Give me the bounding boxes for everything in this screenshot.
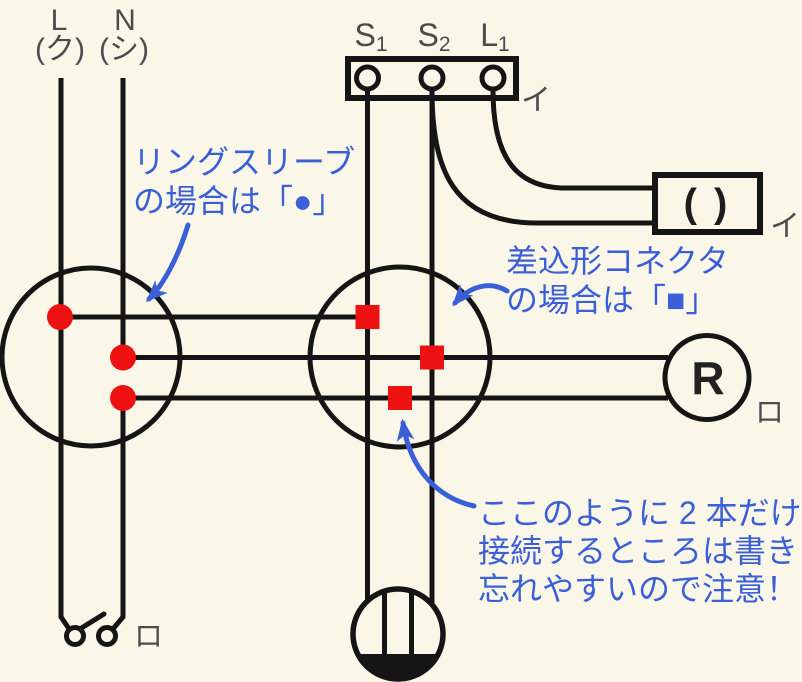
outlet-filled-segment xyxy=(357,654,439,679)
terminal-s1-circle xyxy=(354,64,381,92)
two-wire-note-annotation: ここのように 2 本だけ 接続するところは書き 忘れやすいので注意！ xyxy=(478,494,802,608)
lamp-receptacle-circuit-label: ロ xyxy=(755,397,785,429)
connector-square-s2 xyxy=(420,345,444,370)
ring-sleeve-dot-switch-return xyxy=(110,385,136,411)
l-phase-color-label: (ク) xyxy=(35,33,85,66)
terminal-label-s2: S2 xyxy=(417,17,451,56)
timer-circuit-label: イ xyxy=(521,84,551,117)
n-phase-color-label: (シ) xyxy=(99,33,149,66)
connector-annotation: 差込形コネクタ の場合は「■」 xyxy=(506,242,729,320)
ring-sleeve-annotation: リングスリーブ の場合は「●」 xyxy=(133,143,355,221)
ceiling-rose-box xyxy=(652,172,763,235)
two-wire-note-line3: 忘れやすいので注意！ xyxy=(478,571,799,607)
l-label: L xyxy=(50,4,68,37)
switch-contact-right-circle xyxy=(96,625,118,647)
switch-blade xyxy=(79,611,107,631)
terminal-s2-circle xyxy=(418,64,446,92)
connector-arrow xyxy=(452,283,510,307)
ring-sleeve-annotation-line2: の場合は「●」 xyxy=(133,183,345,219)
ceiling-rose-symbol: ( ) xyxy=(683,181,731,226)
ceiling-rose-circuit-label: イ xyxy=(770,210,800,243)
connector-square-s1 xyxy=(355,305,380,329)
connector-annotation-line1: 差込形コネクタ xyxy=(506,243,729,279)
two-wire-note-arrow xyxy=(396,418,477,509)
s2-to-ceiling-wire xyxy=(429,89,655,226)
ring-sleeve-dot-n xyxy=(110,344,136,371)
terminal-label-s1: S1 xyxy=(354,17,388,56)
switch-contact-left-circle xyxy=(64,625,86,647)
lamp-receptacle-circle xyxy=(662,333,752,422)
l1-to-ceiling-wire xyxy=(490,89,655,191)
timer-terminal-block-box xyxy=(345,56,519,101)
ring-sleeve-dot-l xyxy=(47,304,73,330)
ring-sleeve-annotation-line1: リングスリーブ xyxy=(133,144,356,180)
switch-return-wire xyxy=(110,398,126,632)
switch-circuit-label: ロ xyxy=(134,621,164,653)
lamp-receptacle-symbol: R xyxy=(691,352,725,404)
two-wire-note-line2: 接続するところは書き xyxy=(478,533,799,569)
connector-square-two-wire xyxy=(388,386,412,410)
two-wire-note-line1: ここのように 2 本だけ xyxy=(478,495,802,531)
l-source-wire xyxy=(58,78,72,631)
connector-annotation-line2: の場合は「■」 xyxy=(506,282,718,318)
terminal-l1-circle xyxy=(479,64,507,92)
ring-sleeve-arrow xyxy=(145,222,191,303)
terminal-label-l1: L1 xyxy=(480,17,510,56)
n-label: N xyxy=(114,4,136,37)
